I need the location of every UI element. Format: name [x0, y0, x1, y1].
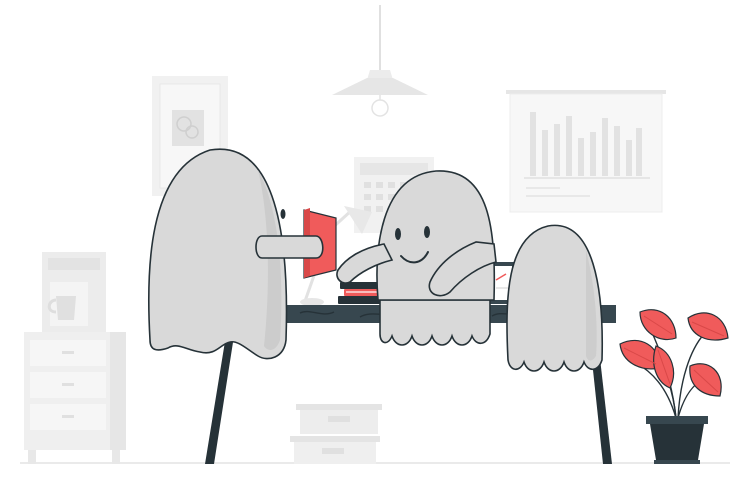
picture-frame-icon	[152, 76, 228, 196]
background-layer	[20, 5, 730, 464]
right-ghost-body	[506, 224, 604, 372]
ceiling-lamp-icon	[332, 5, 428, 117]
desk-leg-left	[205, 323, 236, 464]
side-cabinet	[24, 332, 126, 464]
middle-ghost-eye-right	[424, 226, 430, 238]
bar-chart-poster-icon	[506, 90, 666, 213]
coffee-machine-icon	[42, 252, 106, 334]
storage-boxes-icon	[290, 404, 382, 464]
left-ghost-shade	[258, 170, 282, 350]
potted-plant-icon	[619, 309, 729, 464]
middle-ghost-skirt	[379, 299, 491, 346]
middle-ghost-smile	[400, 251, 429, 264]
ghost-icon	[336, 170, 497, 346]
middle-ghost-arm-right	[428, 241, 497, 297]
left-ghost-body	[147, 148, 288, 360]
left-ghost-eye	[280, 209, 286, 219]
ghost-icon	[147, 148, 337, 360]
middle-ghost-eye-left	[395, 228, 401, 240]
ghost-icon	[506, 224, 604, 372]
middle-ghost-arm-left	[336, 243, 394, 284]
right-ghost-shade	[586, 250, 597, 361]
left-ghost-arm	[255, 235, 324, 259]
